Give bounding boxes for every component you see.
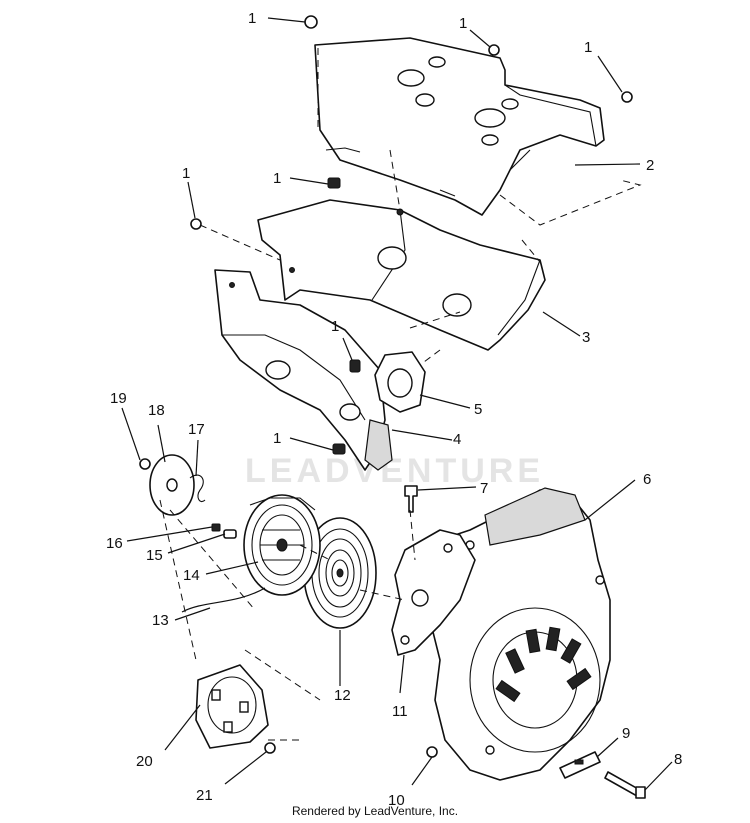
screw-icon	[327, 177, 341, 189]
callout-18: 18	[148, 402, 165, 419]
callout-15: 15	[146, 547, 163, 564]
bolt-head-icon	[635, 786, 646, 799]
bolt-icon	[604, 771, 641, 797]
starter-bracket-part-11	[391, 529, 476, 656]
callout-7: 7	[480, 480, 488, 497]
callout-14: 14	[183, 567, 200, 584]
callout-labels: 1 1 1 1 1 1 1 1 2 3 4 5 6 7 8 9 10 11 12…	[106, 10, 682, 809]
fasteners	[139, 15, 646, 799]
callout-21: 21	[196, 787, 213, 804]
screw-icon	[332, 443, 346, 455]
nut-icon	[264, 742, 276, 754]
callout-1-c: 1	[584, 39, 592, 56]
footer-credit: Rendered by LeadVenture, Inc.	[291, 804, 459, 818]
callout-1-e: 1	[182, 165, 190, 182]
callout-10: 10	[388, 792, 405, 809]
pawl-part-17	[189, 474, 206, 503]
nut-icon	[304, 15, 318, 29]
screw-icon	[349, 359, 361, 373]
cam-plate-part-18	[149, 454, 195, 516]
callout-13: 13	[152, 612, 169, 629]
nut-icon	[488, 44, 500, 56]
callout-19: 19	[110, 390, 127, 407]
clamp-part-9	[559, 751, 601, 779]
assembly-guide-lines	[159, 48, 642, 741]
screw-icon	[211, 523, 221, 532]
callout-20: 20	[136, 753, 153, 770]
callout-5: 5	[474, 401, 482, 418]
callout-1-b: 1	[459, 15, 467, 32]
housing-vent-slots	[495, 626, 592, 703]
nut-icon	[426, 746, 438, 758]
callout-4: 4	[453, 431, 461, 448]
side-bracket-part-4	[214, 269, 393, 471]
callout-1-d: 1	[273, 170, 281, 187]
callout-1-f: 1	[331, 318, 339, 335]
starter-pulley-part-14	[243, 494, 321, 596]
watermark-text: LEADVENTURE	[245, 452, 544, 490]
callout-12: 12	[334, 687, 351, 704]
callout-1-g: 1	[273, 430, 281, 447]
callout-11: 11	[392, 703, 408, 720]
callout-3: 3	[582, 329, 590, 346]
nut-icon	[190, 218, 202, 230]
callout-6: 6	[643, 471, 651, 488]
screw-icon	[223, 529, 237, 539]
lower-shroud-part-3	[257, 199, 546, 351]
callout-17: 17	[188, 421, 205, 438]
starter-rope-part-13	[181, 587, 266, 613]
callout-1-a: 1	[248, 10, 256, 27]
top-cover-part-2	[314, 37, 605, 216]
nut-icon	[621, 91, 633, 103]
fan-housing-part-6	[429, 487, 611, 781]
recoil-spring-part-12	[303, 517, 377, 629]
nut-icon	[139, 458, 151, 470]
leader-lines	[121, 17, 673, 791]
callout-8: 8	[674, 751, 682, 768]
gasket-part-5	[374, 351, 426, 413]
callout-9: 9	[622, 725, 630, 742]
starter-cup-part-20	[195, 664, 269, 749]
bolt-icon	[404, 485, 418, 513]
callout-16: 16	[106, 535, 123, 552]
callout-2: 2	[646, 157, 654, 174]
